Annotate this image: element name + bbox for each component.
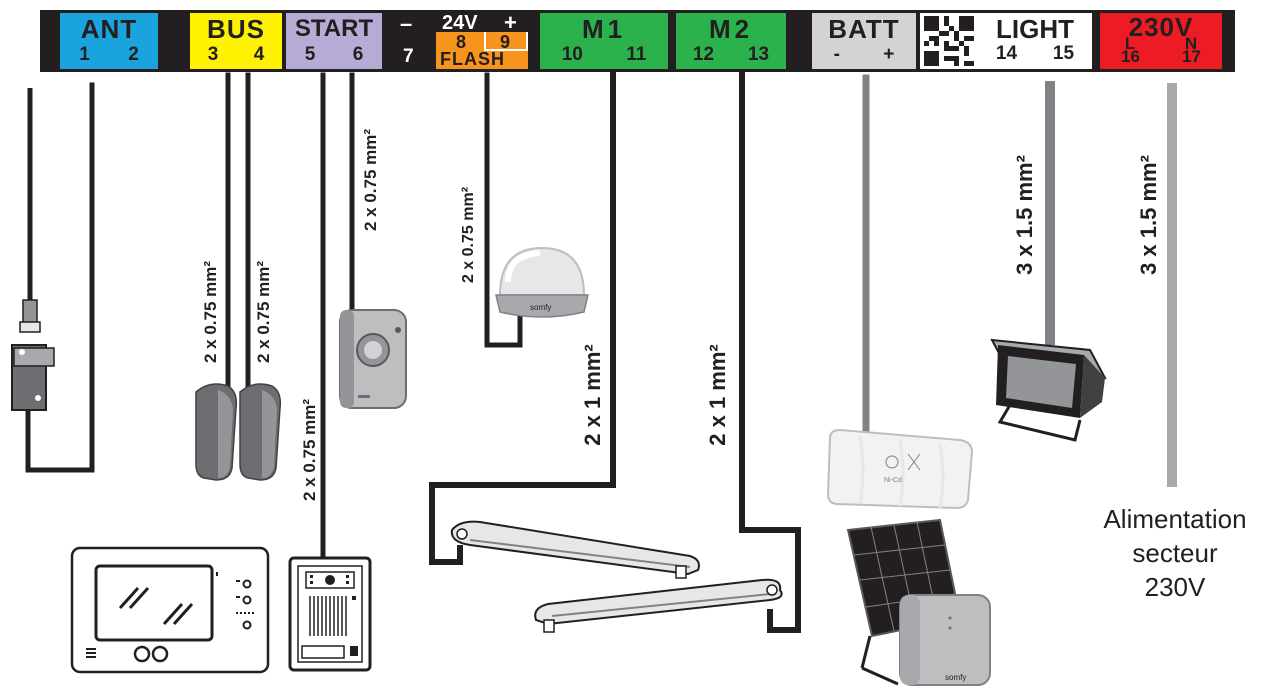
pin-l: L	[1124, 34, 1136, 53]
pin-13: 13	[747, 44, 770, 65]
wire-m1	[429, 72, 616, 565]
terminal-light: LIGHT 14 15	[920, 13, 1092, 69]
wire-m2	[739, 72, 801, 633]
wire-flash	[484, 72, 523, 348]
terminal-ant-label: ANT	[80, 14, 138, 44]
terminal-m1-label: M1	[581, 14, 627, 44]
wire-label-power: 3 x 1.5 mm²	[1136, 155, 1161, 275]
terminal-batt-label: BATT	[828, 14, 900, 44]
terminal-bus-label: BUS	[207, 14, 265, 44]
remote-control-icon	[195, 383, 238, 481]
terminal-flash: 8 9 FLASH	[436, 32, 528, 69]
door-station-icon	[288, 556, 372, 672]
solar-controller-box-icon	[899, 594, 991, 686]
wire-label-flash: 2 x 0.75 mm²	[460, 186, 477, 284]
pin-batt-minus: -	[833, 44, 840, 65]
terminal-m2: M2 12 13	[676, 13, 786, 69]
pin-16: 16	[1121, 47, 1140, 66]
pin-10: 10	[561, 44, 583, 65]
wire-label-start-intercom: 2 x 0.75 mm²	[300, 398, 319, 502]
pin-15: 15	[1052, 43, 1075, 64]
pin-1: 1	[79, 44, 90, 65]
terminal-m2-label: M2	[708, 14, 754, 44]
terminal-24v-plus: +	[504, 10, 517, 35]
pin-8: 8	[456, 32, 467, 52]
pin-17: 17	[1182, 47, 1201, 66]
intercom-monitor-icon	[70, 546, 270, 674]
terminal-24v-label: 24V	[442, 12, 478, 34]
terminal-ant: ANT 1 2	[60, 13, 158, 69]
wire-label-light: 3 x 1.5 mm²	[1012, 155, 1037, 275]
garden-light-icon	[990, 338, 1107, 442]
pin-n: N	[1184, 34, 1198, 53]
pin-14: 14	[995, 43, 1018, 64]
antenna-icon	[11, 88, 55, 411]
terminal-start: START 5 6	[286, 13, 382, 69]
wire-label-m1: 2 x 1 mm²	[580, 344, 605, 446]
pin-3: 3	[207, 44, 219, 65]
terminal-light-label: LIGHT	[996, 14, 1074, 44]
wire-label-start-key: 2 x 0.75 mm²	[361, 128, 380, 232]
flash-brand-text: somfy	[530, 303, 551, 312]
terminal-230v-label: 230V	[1128, 12, 1194, 42]
pin-batt-plus: +	[883, 44, 895, 65]
pin-9: 9	[500, 32, 511, 52]
power-supply-caption: Alimentation secteur 230V	[1090, 502, 1260, 604]
motor-arm-icon	[450, 520, 700, 579]
caption-line-1: Alimentation	[1103, 504, 1247, 534]
terminal-bus: BUS 3 4	[190, 13, 282, 69]
terminal-batt: BATT - +	[812, 13, 916, 69]
terminal-230v: 230V L N 16 17	[1100, 13, 1222, 69]
pin-5: 5	[304, 44, 316, 65]
terminal-flash-block: – 24V + 7 8 9 FLASH	[392, 10, 532, 69]
battery-marks-text: Ni-Cd	[884, 477, 902, 484]
motor-arm-icon	[534, 578, 783, 633]
terminal-start-label: START	[294, 15, 374, 42]
pin-4: 4	[253, 44, 265, 65]
wire-label-bus-2: 2 x 0.75 mm²	[254, 260, 273, 364]
panel-brand-text: somfy	[945, 673, 966, 682]
pin-6: 6	[352, 44, 364, 65]
pin-2: 2	[128, 44, 139, 65]
pin-12: 12	[692, 44, 715, 65]
wire-antenna	[25, 82, 95, 473]
key-switch-icon	[339, 309, 407, 409]
remote-control-icon	[239, 383, 282, 481]
battery-pack-icon	[826, 428, 974, 510]
caption-line-3: 230V	[1144, 572, 1206, 602]
pin-9-box	[484, 32, 528, 51]
wire-label-m2: 2 x 1 mm²	[705, 344, 730, 446]
terminal-24v-minus: –	[400, 11, 413, 36]
terminal-flash-label: FLASH	[440, 49, 505, 69]
wire-label-bus-1: 2 x 0.75 mm²	[201, 260, 220, 364]
terminal-m1: M1 10 11	[540, 13, 668, 69]
qr-code-icon	[924, 16, 974, 66]
caption-line-2: secteur	[1132, 538, 1218, 568]
flashing-light-icon	[495, 246, 589, 318]
pin-7: 7	[403, 46, 414, 67]
pin-11: 11	[626, 44, 647, 65]
